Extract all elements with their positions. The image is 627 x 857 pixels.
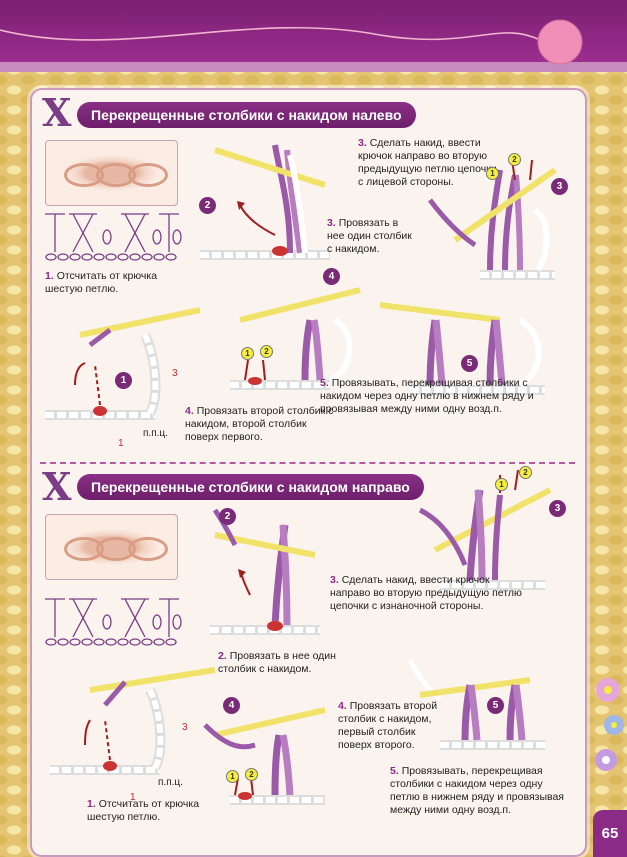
section-divider [40,462,575,464]
sample-photo-right [45,514,178,580]
step4-caption-left: 4. Провязать второй столбик с накидом, в… [185,405,334,443]
diagram-step5-right [407,658,545,750]
yarn-thread-decoration [0,19,583,65]
flower-decoration-icon [595,678,624,771]
step3b-caption-left: 3. Провязать в нее один столбик с накидо… [327,217,412,255]
step4-caption-right: 4. Провязать второй столбик с накидом, п… [338,700,438,751]
step-badge-3-left: 3 [551,178,568,195]
marker-1-icon: 1 [486,167,499,180]
count-mark-3-right: 3 [182,722,188,733]
diagram-step3-left [428,159,557,280]
step5-caption-right: 5. Провязывать, перекрещивая столбики с … [390,765,564,816]
diagram-step1-left [45,307,201,420]
count-mark-1-left: 1 [118,438,124,449]
step-badge-2-right: 2 [219,508,236,525]
diagram-step4-left [230,287,361,390]
stitch-chart-left [45,213,182,261]
marker-2-icon: 2 [245,768,258,781]
marker-1-icon: 1 [495,478,508,491]
cross-symbol-icon: X [42,90,72,135]
ppc-label-left: п.п.ц. [143,428,168,439]
marker-2-icon: 2 [260,345,273,358]
count-mark-3-left: 3 [172,368,178,379]
step-badge-5-left: 5 [461,355,478,372]
diagram-step3-right [418,469,552,590]
cross-symbol-icon: X [42,464,72,509]
diagram-step1-right [50,667,216,775]
ppc-label-right: п.п.ц. [158,777,183,788]
step5-caption-left: 5. Провязывать, перекрещивая столбики с … [320,377,534,415]
step-badge-1-left: 1 [115,372,132,389]
step2-caption-right: 2. Провязать в нее один столбик с накидо… [218,650,336,675]
diagram-step5-left [379,302,545,395]
header-band [0,0,627,62]
marker-2-icon: 2 [508,153,521,166]
stitch-chart-right [45,598,182,646]
step-badge-5-right: 5 [487,697,504,714]
step-badge-3-right: 3 [549,500,566,517]
section-title-left: Перекрещенные столбики с накидом налево [77,102,416,128]
diagram-step4-right [203,707,326,805]
header-band-stripe [0,62,627,72]
step1-caption-right: 1. Отсчитать от крючка шестую петлю. [87,798,200,823]
count-mark-1-right: 1 [130,792,136,803]
sample-photo-left [45,140,178,206]
page-number: 65 [593,810,627,857]
step-badge-4-right: 4 [223,697,240,714]
step-badge-4-left: 4 [323,268,340,285]
section-title-right: Перекрещенные столбики с накидом направо [77,474,424,500]
step3-caption-right: 3. Сделать накид, ввести крючок направо … [330,574,522,612]
marker-1-icon: 1 [226,770,239,783]
diagram-step2-left [200,144,330,260]
diagram-step2-right [210,508,320,635]
step1-caption-left: 1. Отсчитать от крючка шестую петлю. [45,270,158,295]
marker-2-icon: 2 [519,466,532,479]
marker-1-icon: 1 [241,347,254,360]
step-badge-2-left: 2 [199,197,216,214]
step3-caption-left: 3. Сделать накид, ввести крючок направо … [358,137,497,188]
